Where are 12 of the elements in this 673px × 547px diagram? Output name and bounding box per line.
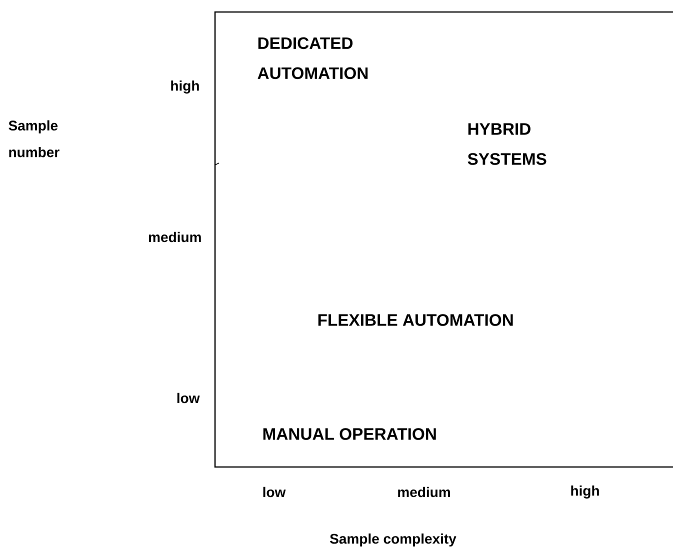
axis-tick-label: low — [263, 486, 286, 498]
region-label: MANUAL OPERATION — [263, 428, 436, 440]
region-label: FLEXIBLE AUTOMATION — [318, 314, 513, 326]
axis-title: Sample complexity — [330, 533, 456, 547]
axis-tick-label: high — [571, 485, 599, 499]
region-label: DEDICATED AUTOMATION — [258, 37, 368, 80]
axis-tick-label: medium — [148, 232, 201, 242]
axis-tick-label: high — [171, 80, 199, 94]
axis-tick-label: medium — [398, 486, 450, 498]
region-label: HYBRID SYSTEMS — [468, 123, 546, 165]
axis-tick-label: low — [177, 392, 200, 404]
axis-title: Sample number — [8, 120, 60, 158]
